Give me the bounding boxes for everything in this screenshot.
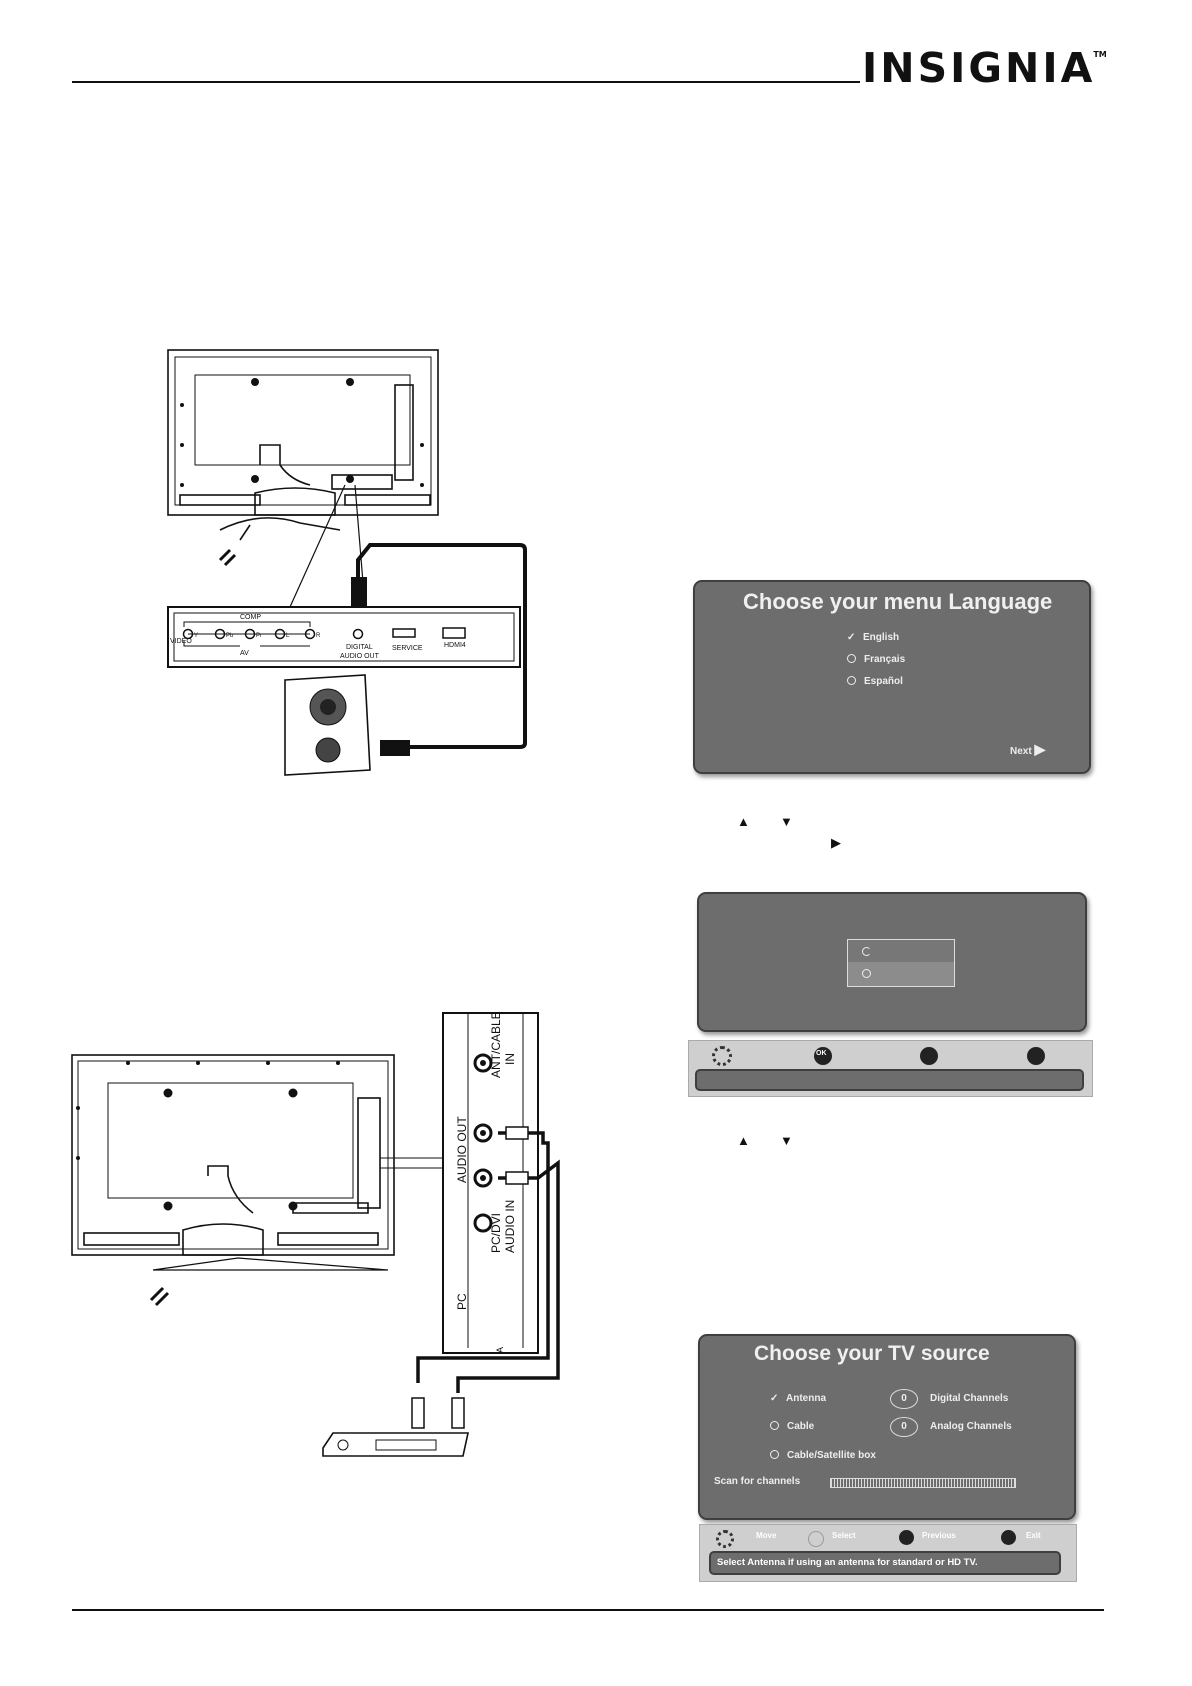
service-label: SERVICE — [392, 645, 423, 652]
audio-in-label: AUDIO IN — [503, 1200, 517, 1253]
footer-rule — [72, 1609, 1104, 1611]
mode-dialog — [847, 939, 955, 987]
check-icon: ✓ — [770, 1393, 779, 1404]
ok-button[interactable]: OK — [814, 1047, 832, 1065]
select-label[interactable]: Select — [832, 1531, 856, 1540]
radio-icon — [770, 1450, 779, 1459]
radio-icon — [770, 1421, 779, 1430]
pc-dvi-label: PC/DVI — [489, 1213, 503, 1253]
radio-icon — [847, 654, 856, 663]
source-button-bar: Move Select Previous Exit Select Antenna… — [699, 1524, 1077, 1582]
jack-pr: Pr — [256, 633, 262, 639]
previous-button[interactable] — [899, 1530, 914, 1545]
mode-button-bar: OK — [688, 1040, 1093, 1097]
select-icon — [808, 1531, 824, 1547]
play-right-icon: ▶ — [1034, 741, 1046, 757]
down-arrow-icon: ▼ — [780, 814, 793, 829]
exit-label: Exit — [1026, 1531, 1041, 1540]
move-label: Move — [756, 1531, 777, 1540]
ant-cable-in-label: ANT/CABLE — [489, 1011, 503, 1078]
audio-out-label: AUDIO OUT — [340, 653, 380, 660]
source-option-antenna[interactable]: ✓Antenna — [770, 1393, 826, 1404]
jack-r: R — [316, 633, 321, 639]
header-rule — [72, 81, 860, 83]
jack-y: Y — [194, 633, 198, 639]
hdmi4-label: HDMI4 — [444, 642, 466, 649]
audio-out-panel-label: AUDIO OUT — [455, 1116, 469, 1183]
right-arrow-icon: ▶ — [831, 835, 841, 850]
mode-screen — [697, 892, 1087, 1032]
previous-button[interactable] — [920, 1047, 938, 1065]
refresh-icon — [862, 947, 871, 956]
mode-option-1[interactable] — [848, 940, 954, 962]
language-option-espanol[interactable]: Español — [847, 676, 903, 687]
exit-button[interactable] — [1027, 1047, 1045, 1065]
digital-label: DIGITAL — [346, 644, 373, 651]
language-option-francais[interactable]: Français — [847, 654, 905, 665]
move-icon — [712, 1046, 732, 1066]
exit-button[interactable] — [1001, 1530, 1016, 1545]
move-icon — [716, 1530, 734, 1548]
language-screen-title: Choose your menu Language — [743, 589, 1053, 614]
radio-icon — [862, 969, 871, 978]
diagram-analog-audio: ANT/CABLE IN AUDIO OUT PC/DVI AUDIO IN P… — [68, 1008, 568, 1483]
up-arrow-icon: ▲ — [737, 814, 750, 829]
radio-icon — [847, 676, 856, 685]
source-option-cable[interactable]: Cable — [770, 1421, 814, 1432]
pc-label: PC — [455, 1293, 469, 1310]
diagram-digital-audio: COMP VIDEO AV Y Pb Pr L R DIGITAL AUDIO … — [160, 345, 540, 780]
source-screen: Choose your TV source ✓Antenna Cable Cab… — [698, 1334, 1076, 1520]
jack-l: L — [286, 633, 290, 639]
ant-cable-in-label-2: IN — [503, 1053, 517, 1065]
comp-label: COMP — [240, 614, 261, 621]
av-label: AV — [240, 650, 249, 657]
scan-progress-bar — [830, 1478, 1016, 1488]
previous-label: Previous — [922, 1531, 956, 1540]
scan-label: Scan for channels — [714, 1476, 801, 1487]
check-icon: ✓ — [847, 632, 856, 643]
next-button[interactable]: Next ▶ — [1010, 741, 1046, 757]
language-screen: Choose your menu Language ✓English Franç… — [693, 580, 1091, 774]
language-option-english[interactable]: ✓English — [847, 632, 900, 643]
a-label: A — [495, 1347, 505, 1353]
video-label: VIDEO — [170, 638, 192, 645]
source-screen-title: Choose your TV source — [754, 1342, 990, 1365]
source-help-bar: Select Antenna if using an antenna for s… — [709, 1551, 1061, 1575]
mode-help-bar — [695, 1069, 1084, 1091]
jack-pb: Pb — [226, 633, 234, 639]
up-arrow-icon-2: ▲ — [737, 1133, 750, 1148]
brand-logo: INSIGNIATM — [862, 44, 1107, 92]
down-arrow-icon-2: ▼ — [780, 1133, 793, 1148]
mode-option-2[interactable] — [848, 963, 954, 985]
source-option-satellite[interactable]: Cable/Satellite box — [770, 1450, 876, 1461]
